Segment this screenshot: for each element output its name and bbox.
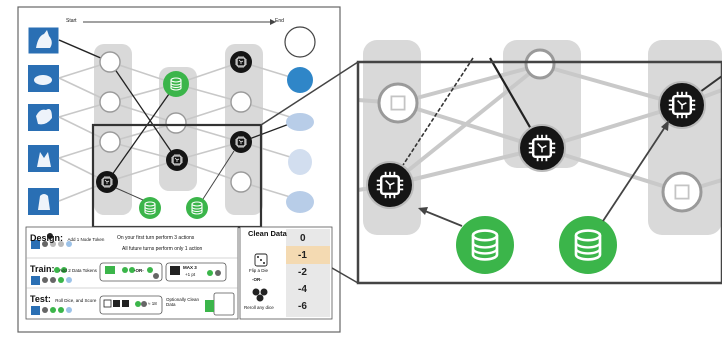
empty-node [165,112,187,134]
data-token-icon [559,216,617,274]
die-icon [256,294,264,302]
empty-node [99,131,121,153]
future-turn-note: All future turns perform only 1 action [122,246,203,252]
empty-node [661,171,703,213]
die-icon [122,300,129,307]
arrow-icon [270,19,276,25]
train-plus-label: +1 pt [185,272,196,277]
empty-node [230,91,252,113]
end-circle [284,26,316,58]
score-2: -2 [298,267,307,278]
optional-clean-label: Optionally Clean Data [166,297,200,307]
animal-icon [287,67,313,93]
animal-icon [286,113,314,131]
data-token-icon [456,216,514,274]
die-icon [260,288,268,296]
score-4: -6 [298,301,307,312]
score-column [286,229,330,317]
train-max-label: MAX 3 [183,265,197,270]
clean-data-title: Clean Data [248,229,287,238]
connection-lines [58,39,301,202]
zoom-frame [356,60,722,285]
first-turn-note: On your first turn perform 3 actions [117,235,195,241]
die-icon [252,288,260,296]
data-token-icon [139,197,161,219]
design-heading: Design: Add 1 Node Token [30,233,105,243]
empty-node [230,171,252,193]
train-or-label: -OR- [134,268,144,273]
column-panel [225,44,263,215]
flip-die-label: Flip a Die [249,268,269,273]
animal-tile-column [27,26,60,215]
end-label: End [275,18,284,24]
empty-node [524,48,556,80]
clean-or-label: -OR- [252,277,262,282]
data-token-icon [163,71,189,97]
data-token-icon [186,197,208,219]
animal-icon [288,149,312,175]
score-0: 0 [300,233,306,244]
score-highlight [286,246,330,264]
test-approx-label: ≈ 18 [148,301,157,306]
test-heading: Test: Roll Dice, and Score [30,294,97,304]
score-1: -1 [298,250,307,261]
train-heading: Train: Add 2 Data Tokens [30,264,97,274]
reroll-label: Reroll any dice [244,305,274,310]
empty-node [99,51,121,73]
empty-node [99,91,121,113]
die-icon [113,300,120,307]
die-icon [103,299,112,308]
score-3: -4 [298,284,307,295]
zoom-panel [357,40,722,283]
animal-icon [286,191,314,213]
zoom-connector [260,61,359,126]
empty-node [377,82,419,124]
start-label: Start [66,18,77,24]
